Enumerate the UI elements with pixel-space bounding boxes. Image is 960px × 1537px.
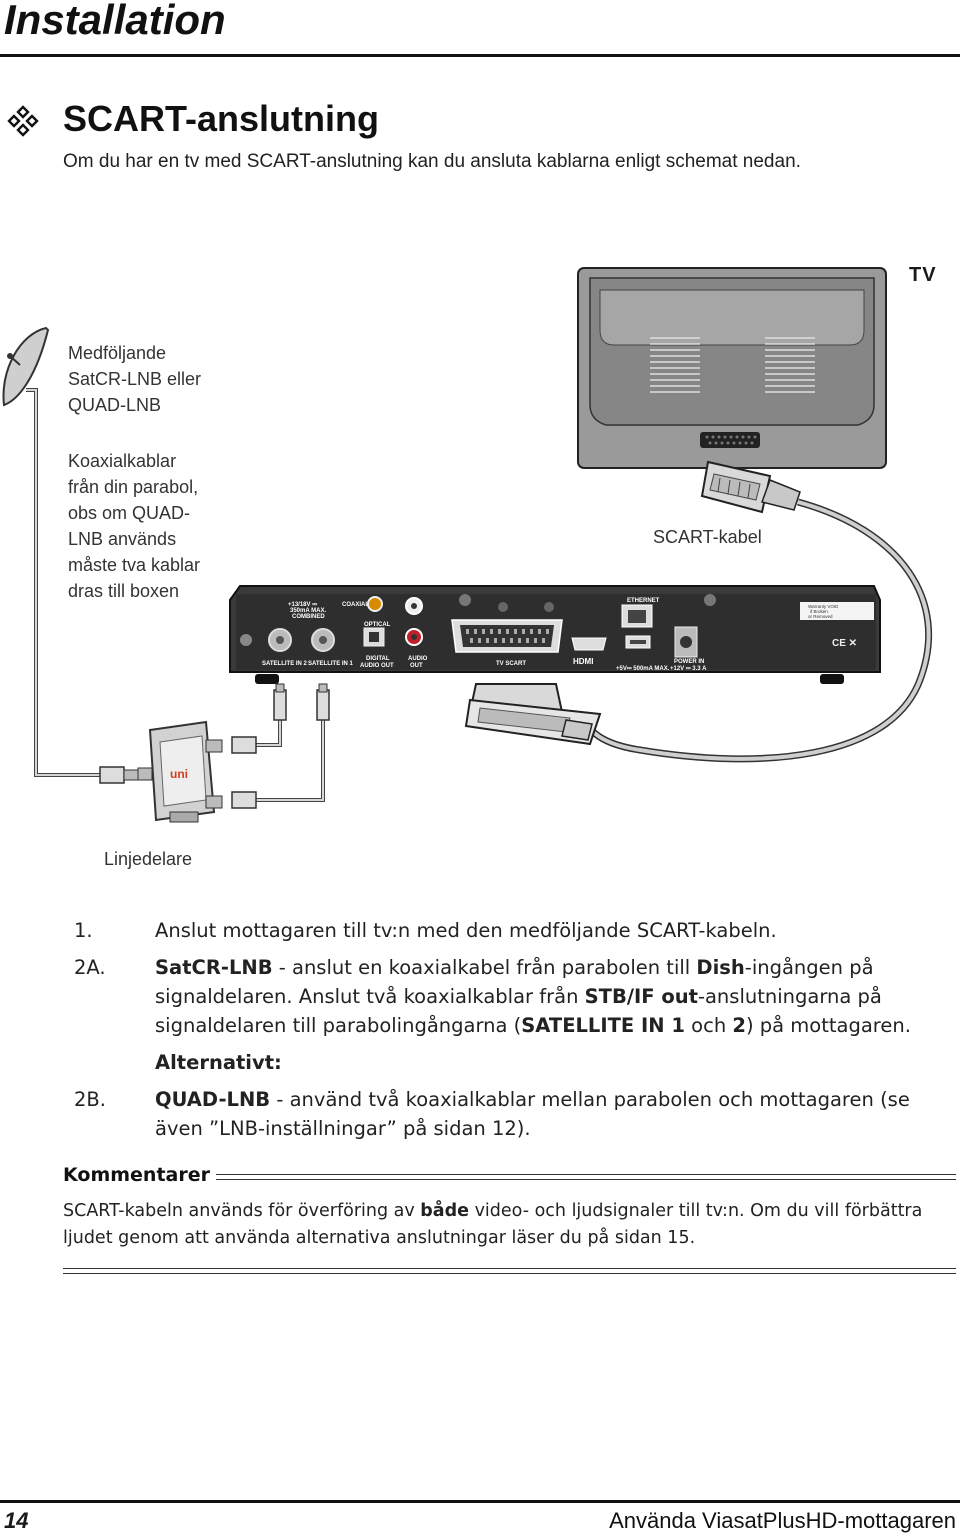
- coax-connectors-receiver: [273, 683, 330, 721]
- svg-text:uni: uni: [170, 767, 188, 781]
- step-number: 2A.: [74, 956, 106, 979]
- comment-text: både: [420, 1201, 470, 1221]
- scart-cable-label: SCART-kabel: [653, 527, 762, 547]
- svg-text:or Removed: or Removed: [808, 614, 833, 619]
- svg-text:COAXIAL: COAXIAL: [342, 602, 369, 608]
- step-number: 1.: [74, 919, 93, 942]
- svg-text:350mA MAX.: 350mA MAX.: [290, 608, 326, 614]
- svg-text:OPTICAL: OPTICAL: [364, 622, 391, 628]
- step-text: Dish: [696, 956, 745, 979]
- scart-plug-receiver: [464, 683, 602, 746]
- lnb-label: Medföljande SatCR-LNB eller QUAD-LNB: [68, 343, 202, 415]
- page-header-title: Installation: [4, 0, 226, 43]
- comment-text: SCART-kabeln används för överföring av: [63, 1201, 421, 1221]
- comments-heading: Kommentarer: [63, 1164, 210, 1186]
- comments-rule: [216, 1174, 956, 1175]
- step-item: 1. Anslut mottagaren till tv:n med den me…: [60, 916, 940, 945]
- comments-body: SCART-kabeln används för överföring av b…: [63, 1198, 943, 1252]
- footer-title: Använda ViasatPlusHD-mottagaren: [609, 1508, 956, 1533]
- svg-text:HDMI: HDMI: [573, 657, 593, 666]
- comment-text: video- och ljudsignaler till tv:n. Om du…: [63, 1201, 923, 1248]
- splitter-label: Linjedelare: [104, 849, 193, 869]
- svg-text:if Broken: if Broken: [810, 609, 828, 614]
- coax-connectors-splitter: [231, 736, 257, 809]
- signal-splitter: uni: [137, 720, 223, 823]
- svg-text:DIGITAL: DIGITAL: [366, 656, 390, 662]
- svg-text:Warranty VOID: Warranty VOID: [808, 604, 839, 609]
- svg-text:SATELLITE IN 2: SATELLITE IN 2: [262, 661, 308, 667]
- section-title: SCART-anslutning: [63, 98, 379, 139]
- comments-end-rule: [63, 1268, 956, 1269]
- svg-text:OUT: OUT: [410, 663, 423, 669]
- step-text: QUAD-LNB: [155, 1088, 271, 1111]
- svg-text:COMBINED: COMBINED: [292, 614, 325, 620]
- step-text: Anslut mottagaren till tv:n med den medf…: [155, 919, 777, 942]
- instruction-steps: 1. Anslut mottagaren till tv:n med den me…: [60, 916, 940, 1151]
- step-number: 2B.: [74, 1088, 106, 1111]
- step-text: - anslut en koaxialkabel från parabolen …: [272, 956, 697, 979]
- header-rule: [0, 54, 960, 57]
- svg-text:+5V⎓ 500mA MAX.: +5V⎓ 500mA MAX.: [616, 666, 670, 672]
- svg-text:POWER IN: POWER IN: [674, 659, 704, 665]
- diamond-bullet-icon: [6, 104, 40, 142]
- step-text: och: [684, 1014, 733, 1037]
- tv-illustration: [577, 267, 887, 469]
- step-text: -ingången på signaldelaren. Anslut två k…: [155, 956, 874, 1008]
- footer-rule: [0, 1500, 960, 1503]
- step-text: STB/IF out: [584, 985, 698, 1008]
- svg-text:CE ✕: CE ✕: [832, 638, 857, 649]
- connection-diagram: +13/18V ⎓ 350mA MAX. COMBINED SATELLITE …: [0, 260, 960, 860]
- svg-text:ETHERNET: ETHERNET: [627, 598, 660, 604]
- svg-text:AUDIO OUT: AUDIO OUT: [360, 663, 394, 669]
- alternative-label: Alternativt:: [155, 1051, 282, 1074]
- step-text: ) på mottagaren.: [745, 1014, 911, 1037]
- tv-label: TV: [909, 264, 937, 286]
- comments-end-rule: [63, 1273, 956, 1274]
- step-text: 2: [732, 1014, 746, 1037]
- step-item: 2B. QUAD-LNB - använd två koaxialkablar m…: [60, 1085, 940, 1143]
- svg-text:TV SCART: TV SCART: [496, 661, 526, 667]
- port-label-power: +13/18V ⎓: [288, 602, 317, 608]
- step-text: -anslutningarna på signaldelaren till pa…: [155, 985, 882, 1037]
- step-item: 2A. SatCR-LNB - anslut en koaxialkabel fr…: [60, 953, 940, 1040]
- receiver-illustration: +13/18V ⎓ 350mA MAX. COMBINED SATELLITE …: [229, 585, 881, 684]
- scart-plug-tv: [700, 460, 801, 514]
- step-text: SatCR-LNB: [155, 956, 273, 979]
- satellite-dish: [2, 326, 50, 407]
- svg-text:SATELLITE IN 1: SATELLITE IN 1: [308, 661, 354, 667]
- svg-text:AUDIO: AUDIO: [408, 656, 428, 662]
- coax-cable-label: Koaxialkablar från din parabol, obs om Q…: [68, 451, 201, 601]
- step-text: SATELLITE IN 1: [521, 1014, 685, 1037]
- svg-text:+12V ⎓ 3.3 A: +12V ⎓ 3.3 A: [670, 666, 707, 672]
- coax-connector-dish: [99, 766, 139, 784]
- step-text: - använd två koaxialkablar mellan parabo…: [155, 1088, 910, 1140]
- section-intro: Om du har en tv med SCART-anslutning kan…: [63, 151, 801, 172]
- comments-rule: [216, 1179, 956, 1180]
- page-number: 14: [4, 1508, 29, 1533]
